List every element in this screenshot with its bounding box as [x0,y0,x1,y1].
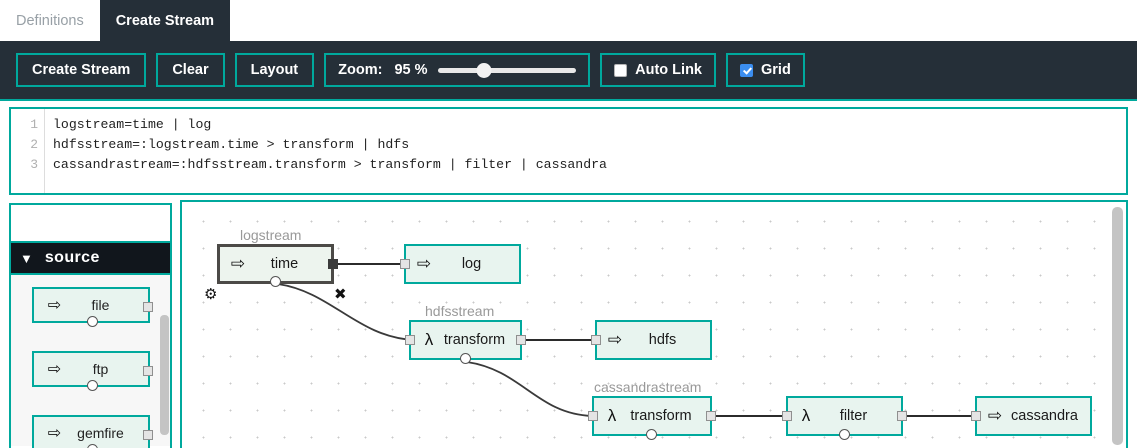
input-port[interactable] [782,411,792,421]
palette-group-label: source [44,249,100,266]
node-label: filter [839,408,868,424]
stream-label-hdfsstream: hdfsstream [425,303,495,319]
output-port[interactable] [142,302,153,312]
node-hdfs[interactable]: ⇨ hdfs [591,320,712,360]
code-line: logstream=time | log [53,117,212,132]
stream-graph-canvas[interactable]: logstream hdfsstream cassandrastream ⇨ t… [180,200,1128,448]
lambda-icon: λ [801,406,811,425]
zoom-label: Zoom: [338,62,383,78]
clear-button[interactable]: Clear [156,53,225,87]
line-number: 2 [30,137,38,152]
palette-item-file[interactable]: ⇨ file [31,287,153,327]
zoom-control: Zoom: 95 % [324,53,591,87]
auto-link-label: Auto Link [635,62,702,78]
zoom-value: 95 % [394,62,428,78]
output-port[interactable] [706,411,716,421]
line-number: 3 [30,157,38,172]
source-arrow-icon: ⇨ [47,361,62,378]
tab-bar: Definitions Create Stream [0,0,1137,41]
line-number: 1 [30,117,38,132]
create-stream-button-label: Create Stream [32,62,131,78]
stream-label-cassandrastream: cassandrastream [594,379,702,395]
canvas-scrollbar[interactable] [1112,207,1123,445]
tab-definitions[interactable]: Definitions [0,0,100,41]
tap-port[interactable] [269,276,281,287]
tap-port[interactable] [646,429,657,440]
create-stream-button[interactable]: Create Stream [16,53,147,87]
close-icon[interactable]: ✖ [334,286,347,303]
node-transform-hdfs[interactable]: λ transform [405,320,526,364]
node-label: log [461,256,482,272]
tab-create-stream-label: Create Stream [115,12,215,29]
editor-code-area[interactable]: logstream=time | log hdfsstream=:logstre… [45,109,1126,193]
zoom-slider-knob[interactable] [476,62,492,78]
output-port[interactable] [328,259,338,269]
node-time[interactable]: ⇨ time [217,244,338,287]
node-label: time [270,256,299,272]
tap-port[interactable] [459,353,471,364]
sink-arrow-icon: ⇨ [607,330,623,349]
node-label: cassandra [1011,408,1078,424]
editor-gutter: 1 2 3 [11,109,45,193]
layout-button-label: Layout [250,62,299,78]
tab-create-stream[interactable]: Create Stream [99,0,231,41]
palette-group-source[interactable]: ▼ source [11,243,170,275]
sink-arrow-icon: ⇨ [416,254,432,273]
node-filter[interactable]: λ filter [782,396,907,440]
source-arrow-icon: ⇨ [230,254,246,273]
auto-link-checkbox[interactable]: Auto Link [600,53,716,87]
output-port[interactable] [516,335,526,345]
palette-search-input[interactable] [11,205,170,241]
clear-button-label: Clear [172,62,209,78]
node-log[interactable]: ⇨ log [400,244,521,284]
palette-scrollbar[interactable] [160,315,169,435]
toolbar: Create Stream Clear Layout Zoom: 95 % Au… [0,41,1137,101]
grid-checkbox-box[interactable] [740,63,753,77]
output-port[interactable] [142,430,153,440]
stream-definition-editor[interactable]: 1 2 3 logstream=time | log hdfsstream=:l… [9,107,1128,195]
node-label: transform [443,332,506,348]
lambda-icon: λ [424,330,434,349]
source-arrow-icon: ⇨ [47,425,62,442]
tap-port[interactable] [86,380,98,391]
sink-arrow-icon: ⇨ [987,406,1003,425]
input-port[interactable] [405,335,415,345]
input-port[interactable] [591,335,601,345]
palette-item-gemfire[interactable]: ⇨ gemfire [31,415,153,448]
tap-port[interactable] [86,316,98,327]
zoom-slider[interactable] [437,61,577,79]
module-palette: ▼ source ⇨ file ⇨ ftp ⇨ gemfire [9,203,172,448]
layout-button[interactable]: Layout [234,53,315,87]
input-port[interactable] [971,411,981,421]
tap-port[interactable] [86,444,98,448]
node-cassandra[interactable]: ⇨ cassandra [971,396,1092,436]
auto-link-checkbox-box[interactable] [614,63,628,77]
zoom-slider-track [437,67,577,73]
gear-icon[interactable]: ⚙ [204,286,218,303]
node-transform-cassandra[interactable]: λ transform [588,396,716,440]
input-port[interactable] [400,259,410,269]
code-line: hdfsstream=:logstream.time > transform |… [53,137,410,152]
source-arrow-icon: ⇨ [47,297,62,314]
palette-item-label: file [91,297,110,313]
tap-port[interactable] [838,429,850,440]
lambda-icon: λ [607,406,617,425]
stream-label-logstream: logstream [240,227,302,243]
palette-item-label: gemfire [77,425,124,441]
grid-checkbox[interactable]: Grid [726,53,805,87]
palette-item-ftp[interactable]: ⇨ ftp [31,351,153,391]
node-label: hdfs [648,332,677,348]
palette-item-label: ftp [92,361,109,377]
code-line: cassandrastream=:hdfsstream.transform > … [53,157,607,172]
node-label: transform [630,408,692,424]
palette-group-body: ⇨ file ⇨ ftp ⇨ gemfire [11,275,170,448]
palette-search[interactable] [11,205,170,243]
chevron-down-icon: ▼ [20,250,33,266]
tab-definitions-label: Definitions [16,12,84,29]
output-port[interactable] [142,366,153,376]
input-port[interactable] [588,411,598,421]
output-port[interactable] [897,411,907,421]
grid-label: Grid [761,62,791,78]
